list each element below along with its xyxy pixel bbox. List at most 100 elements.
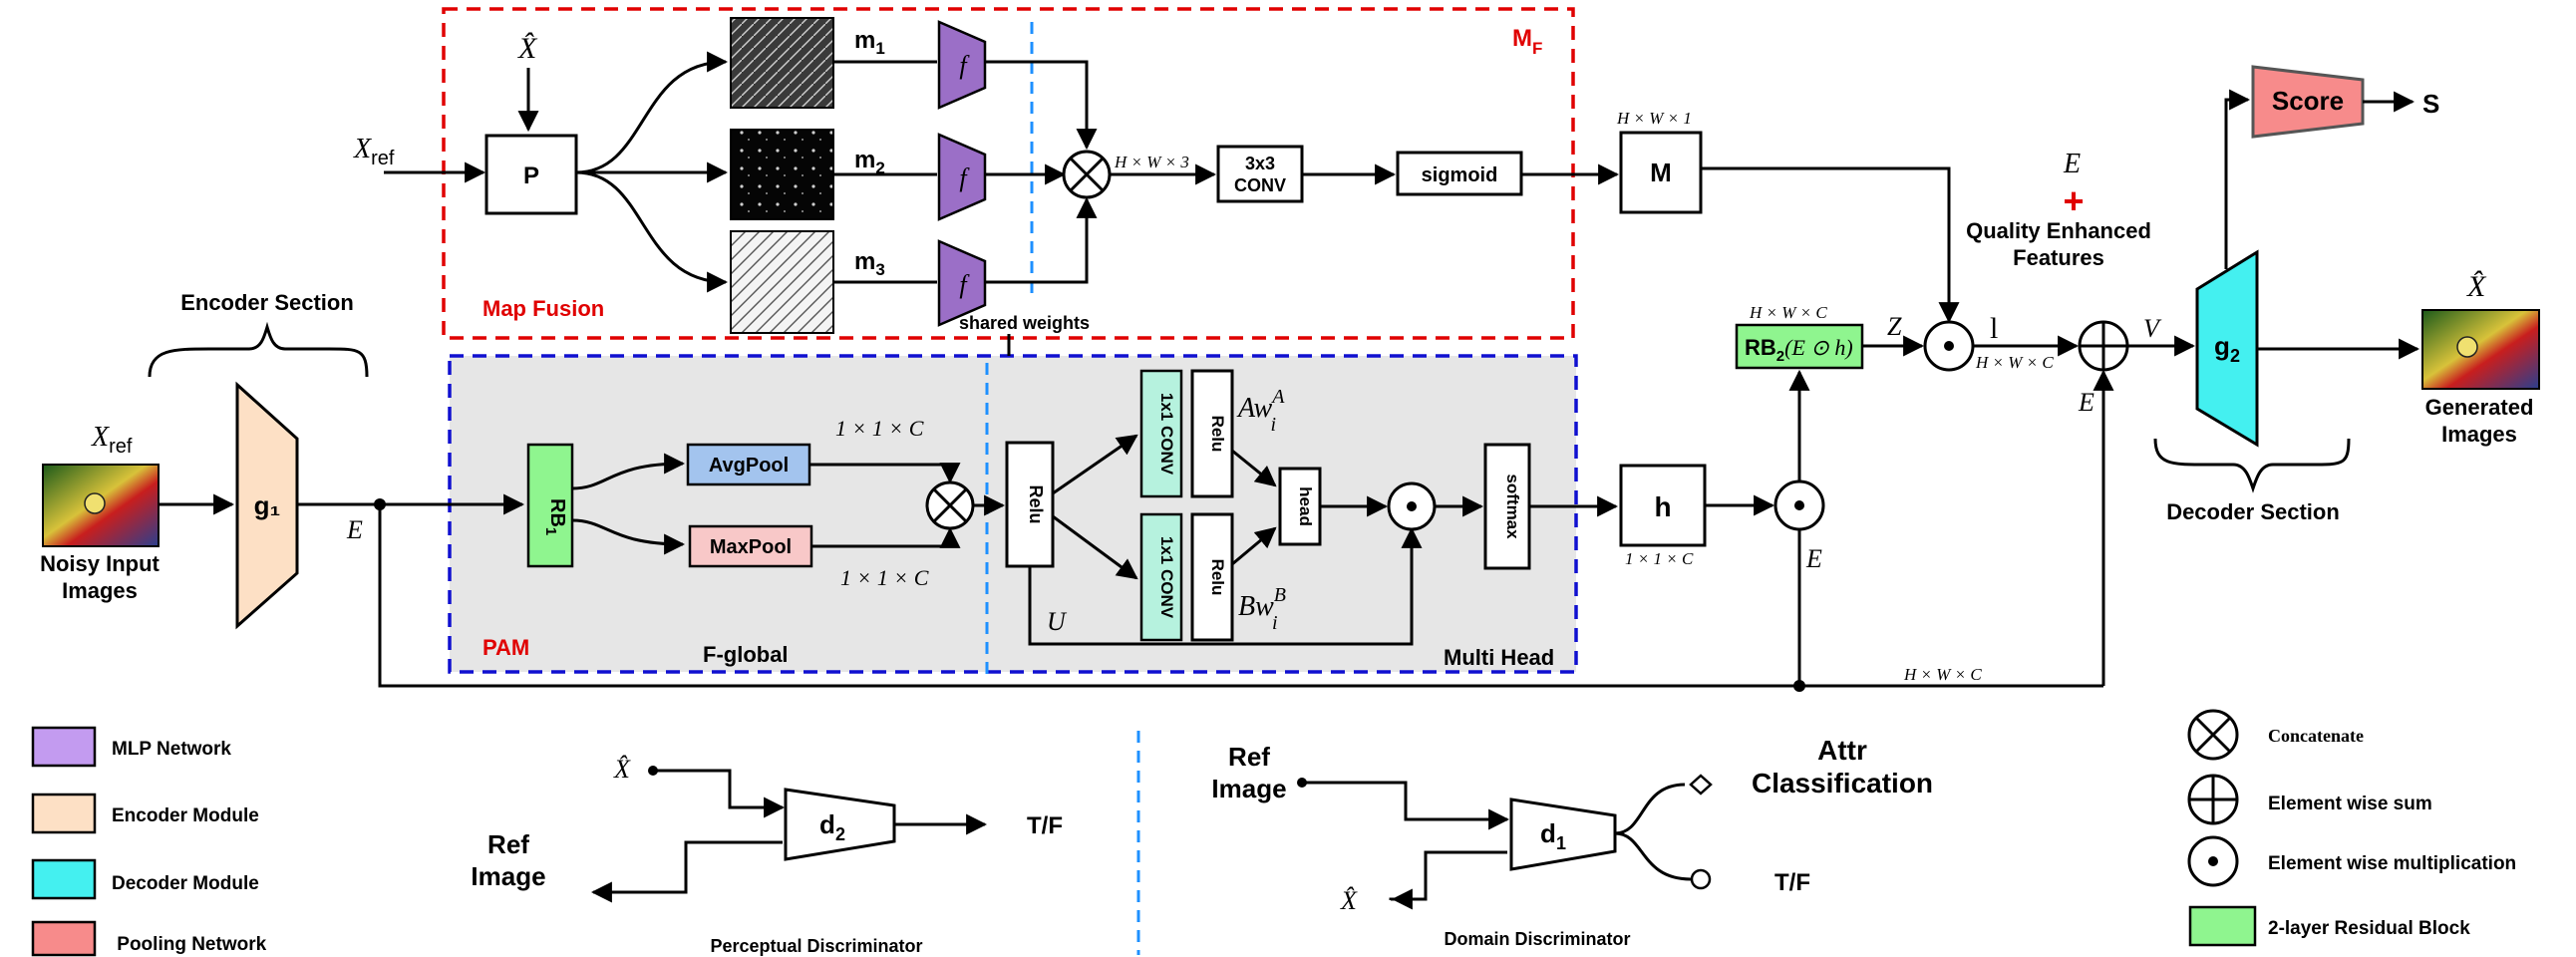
junction-bottom: [1793, 680, 1805, 692]
svg-text:3x3: 3x3: [1245, 154, 1275, 173]
tf-circle-icon: [1690, 868, 1712, 890]
svg-text:AvgPool: AvgPool: [709, 455, 789, 477]
noisy-input-label-1: Noisy Input: [40, 551, 160, 576]
m2-label: m: [854, 147, 875, 173]
ref-image-perceptual-2: Image: [471, 861, 545, 891]
x-hat-output: X̂: [2466, 270, 2487, 303]
perceptual-discriminator-label: Perceptual Discriminator: [710, 936, 922, 956]
score-block: Score: [2251, 65, 2365, 139]
svg-text:Relu: Relu: [1208, 559, 1227, 596]
pam-label: PAM: [483, 635, 529, 660]
v-label: V: [2143, 314, 2162, 343]
concatenate-icon: [2187, 709, 2239, 761]
h-block: [1619, 464, 1707, 547]
conv3x3-block: [1216, 145, 1304, 203]
ref-image-perceptual-1: Ref: [487, 829, 529, 859]
tf-domain: T/F: [1774, 869, 1810, 896]
conv1x1-block-a: [1139, 369, 1183, 498]
x-hat-top: X̂: [517, 32, 538, 65]
e-label-sum: E: [2078, 388, 2094, 417]
residual-block-icon: [2188, 905, 2257, 947]
m3-label: m: [854, 248, 875, 275]
map-thumbnail-3: [730, 230, 834, 334]
domain-discriminator-d1: d1: [1509, 798, 1617, 871]
avgpool-block: [686, 443, 811, 486]
e-label-quality: E: [2063, 149, 2081, 179]
m-block: [1619, 131, 1703, 214]
svg-text:sigmoid: sigmoid: [1422, 164, 1498, 186]
encoder-section-label: Encoder Section: [180, 290, 354, 315]
concatenate-node-top: [1062, 150, 1112, 199]
attr-label-2: Classification: [1752, 768, 1933, 798]
svg-text:CONV: CONV: [1234, 175, 1286, 195]
multiply-node-pam: [1387, 481, 1437, 531]
svg-text:f: f: [959, 163, 970, 192]
svg-text:d1: d1: [1540, 818, 1566, 853]
legend-label-multiply: Element wise multiplication: [2268, 853, 2516, 874]
mf-subscript: F: [1532, 39, 1542, 58]
dim-c11-max: 1 × 1 × C: [840, 565, 929, 590]
conv1x1-block-b: [1139, 512, 1183, 642]
svg-text:MF: MF: [1512, 25, 1542, 58]
quality-label-2: Features: [2013, 245, 2104, 270]
x-ref-top-sub: ref: [371, 148, 395, 169]
svg-text:d2: d2: [819, 809, 845, 844]
legend-label-decoder: Decoder Module: [112, 873, 259, 894]
rb2-block: [1735, 323, 1864, 370]
plus-sign: +: [2063, 180, 2084, 221]
dim-hwc-bottom: H × W × C: [1903, 665, 1982, 684]
legend-label-pooling: Pooling Network: [112, 934, 267, 955]
multiply-icon: [2187, 835, 2239, 887]
svg-text:softmax: softmax: [1503, 474, 1522, 539]
decoder-brace: [2153, 438, 2351, 493]
svg-text:MaxPool: MaxPool: [710, 536, 792, 558]
legend-label-sum: Element wise sum: [2268, 794, 2432, 814]
map-thumbnail-1: [730, 17, 834, 109]
dim-hwc-rb2: H × W × C: [1749, 303, 1827, 322]
generated-label-2: Images: [2441, 422, 2517, 447]
quality-label-1: Quality Enhanced: [1966, 218, 2151, 243]
svg-text:f: f: [959, 51, 970, 80]
svg-text:head: head: [1296, 486, 1315, 526]
legend-label-residual: 2-layer Residual Block: [2268, 918, 2470, 939]
svg-text:h: h: [1654, 491, 1671, 522]
noisy-input-label-2: Images: [62, 578, 138, 603]
legend-swatch-mlp: [31, 726, 97, 768]
l-label: l: [1990, 312, 1998, 345]
attr-diamond-icon: [1689, 774, 1713, 796]
x-ref-top: X: [353, 134, 372, 164]
svg-text:Relu: Relu: [1026, 484, 1046, 523]
generated-image: [2421, 309, 2540, 390]
ref-image-domain-1: Ref: [1228, 742, 1270, 772]
x-hat-perceptual: X̂: [613, 755, 631, 784]
encoder-brace: [148, 321, 369, 378]
multiply-node-e: [1773, 479, 1825, 531]
e-label-encoder: E: [346, 515, 363, 544]
attr-label-1: Attr: [1817, 735, 1867, 766]
concatenate-node-pam: [925, 480, 975, 530]
legend-swatch-encoder: [31, 793, 97, 834]
svg-text:Xref: Xref: [91, 422, 133, 458]
mlp-f-2: f: [937, 133, 987, 221]
map-fusion-label: Map Fusion: [483, 296, 604, 321]
svg-text:M: M: [1650, 158, 1672, 187]
bwb-label: Bw: [1238, 591, 1274, 622]
mf-label: M: [1512, 25, 1532, 52]
svg-text:Score: Score: [2272, 86, 2344, 116]
svg-text:g2: g2: [2214, 331, 2240, 366]
multiply-node-z: [1923, 320, 1975, 372]
svg-text:1x1 CONV: 1x1 CONV: [1157, 393, 1176, 476]
tf-perceptual: T/F: [1027, 812, 1063, 839]
generated-label-1: Generated: [2425, 395, 2534, 420]
svg-text:m1: m1: [854, 27, 885, 58]
encoder-g1: g₁: [235, 381, 299, 630]
shared-weights-label: shared weights: [959, 313, 1090, 333]
dim-hwc-l: H × W × C: [1975, 353, 2054, 372]
relu-block-main: [1005, 441, 1055, 568]
svg-text:RB1: RB1: [542, 498, 568, 535]
f-global-label: F-global: [703, 642, 789, 667]
dim-hw1: H × W × 1: [1616, 109, 1692, 128]
